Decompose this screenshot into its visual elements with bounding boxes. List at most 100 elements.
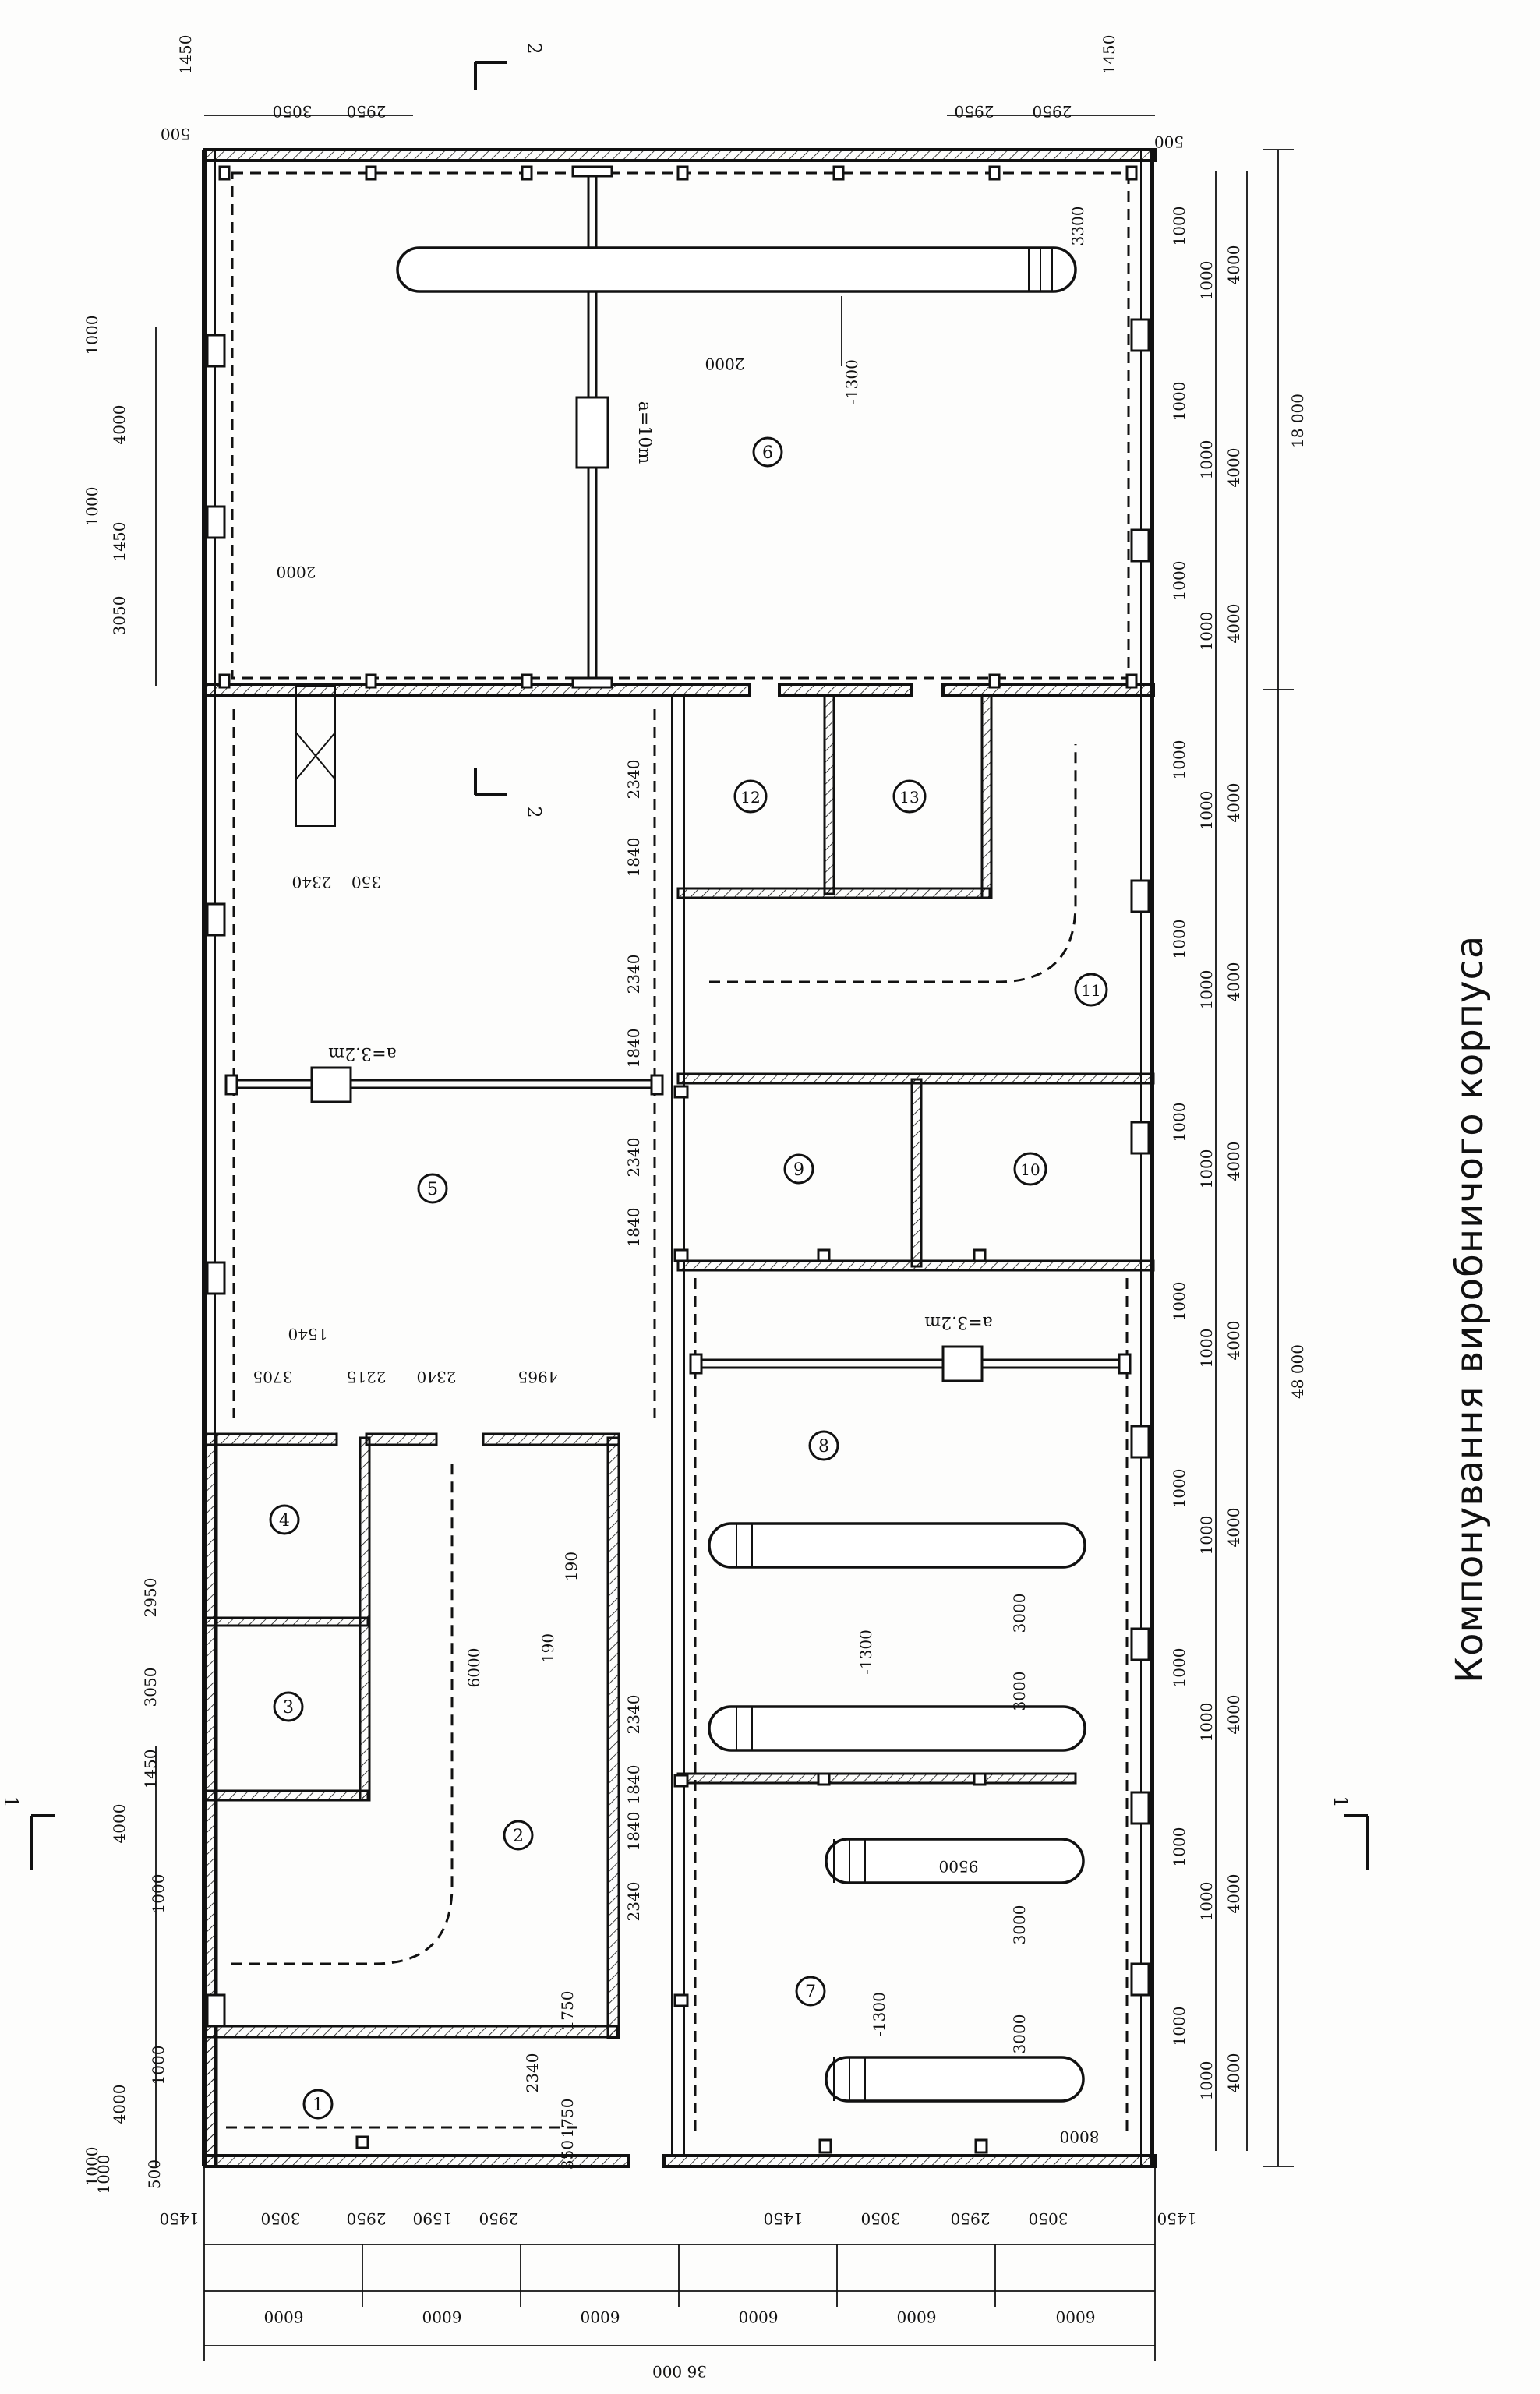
dim-top-7: 1450 <box>1100 35 1118 75</box>
dim-right-4: 1000 <box>1197 261 1216 301</box>
crane-label-room6: a=10m <box>634 401 654 464</box>
dim-right-24: 4000 <box>1224 1508 1243 1548</box>
dim-room5-3705: 3705 <box>253 1368 293 1386</box>
dim-tank7-pitch-2: 3000 <box>1010 2014 1029 2054</box>
dim-right-21: 4000 <box>1224 1321 1243 1361</box>
dim-right-31: 1000 <box>1197 1882 1216 1922</box>
room-label-9: 9 <box>793 1160 804 1180</box>
room-label-2: 2 <box>513 1827 524 1846</box>
dim-bottom-12: 1450 <box>1157 2209 1197 2228</box>
dim-right-10: 1000 <box>1197 612 1216 651</box>
dim-overall-length: 48 000 <box>1288 1344 1307 1399</box>
dim-bottom-9: 3050 <box>861 2209 901 2228</box>
dim-corr-2: 2340 <box>624 760 643 800</box>
dim-corr-8: 1840 <box>624 1765 643 1805</box>
dim-room2-1750b: 1750 <box>558 2099 577 2138</box>
dim-right-20: 1000 <box>1170 1282 1189 1322</box>
dim-right-11: 1000 <box>1170 740 1189 780</box>
crane-room8: a=3.2m <box>689 1312 1132 1382</box>
dim-right-18: 4000 <box>1224 1142 1243 1181</box>
dim-right-7: 1000 <box>1197 440 1216 480</box>
dim-bottom-3: 1450 <box>160 2209 200 2228</box>
dim-right-2: 1000 <box>1170 207 1189 246</box>
dim-pitch-5: 6000 <box>897 2307 937 2326</box>
dim-corr-5: 1840 <box>624 1208 643 1248</box>
dim-right-5: 1000 <box>1170 382 1189 422</box>
dim-tank7-length: 9500 <box>939 1857 979 1876</box>
section-mark-1b: 1 <box>1330 1796 1351 1807</box>
dim-right-12: 4000 <box>1224 783 1243 823</box>
dim-room2-350: 350 <box>558 2140 577 2170</box>
tanks-room7 <box>825 1838 1085 2103</box>
dim-corr-1: 1840 <box>624 838 643 877</box>
dim-right-26: 1000 <box>1170 1648 1189 1688</box>
dim-corr-9: 2340 <box>624 1882 643 1922</box>
dim-room5-2215: 2215 <box>347 1368 387 1386</box>
dim-right-29: 1000 <box>1170 1827 1189 1867</box>
tanks-room6 <box>396 246 1077 366</box>
room-label-13: 13 <box>899 788 919 807</box>
room-label-11: 11 <box>1081 981 1100 1000</box>
dim-top-6: 2950 <box>1033 102 1072 121</box>
dim-bottom-4: 3050 <box>261 2209 301 2228</box>
right-wall-dims: 3300 1000 4000 1000 1000 4000 1000 1000 … <box>1068 207 1243 2101</box>
crane-room5: a=3.2m <box>224 1043 664 1103</box>
office-block <box>203 1432 620 2168</box>
room-label-4: 4 <box>279 1511 290 1531</box>
crane-label-room5: a=3.2m <box>328 1043 397 1063</box>
dim-tank7-depth: -1300 <box>870 1992 888 2037</box>
dim-overall-width-bottom: 36 000 <box>652 2362 707 2381</box>
dim-right-23: 1000 <box>1170 1469 1189 1509</box>
tanks-room8 <box>708 1522 1086 1752</box>
dim-right-33: 4000 <box>1224 2053 1243 2093</box>
dim-room5-1540: 1540 <box>288 1325 328 1344</box>
dim-tank8-pitch-1: 3000 <box>1010 1594 1029 1633</box>
dim-room5-2340: 2340 <box>417 1368 457 1386</box>
crane-room6: a=10m <box>571 165 654 689</box>
dim-tank8-depth: -1300 <box>857 1630 875 1675</box>
dim-room2-1750a: 1750 <box>558 1991 577 2031</box>
dim-tank6-length: 2000 <box>705 355 745 373</box>
dim-room5-2340b: 2340 <box>292 873 332 892</box>
room-label-6: 6 <box>762 443 773 463</box>
dim-corr-6: 2340 <box>624 1138 643 1178</box>
drawing-caption: Компонування виробничого корпуса <box>1448 934 1492 1683</box>
dim-corr-10: 1840 <box>624 1812 643 1852</box>
dim-left-5: 1450 <box>110 522 129 562</box>
dim-pitch-2: 6000 <box>422 2307 462 2326</box>
dim-room5-2000: 2000 <box>277 563 316 581</box>
dim-left-13: 1000 <box>83 2147 101 2187</box>
dim-top-3: 3050 <box>273 102 313 121</box>
dim-left-8: 1000 <box>149 2046 168 2085</box>
dim-right-6: 4000 <box>1224 448 1243 488</box>
dim-left-7: 4000 <box>110 1804 129 1844</box>
dimension-texts: 48 000 18 000 36 000 6000 6000 6000 6000… <box>83 35 1307 2381</box>
dim-tank8-pitch-2: 3000 <box>1010 1672 1029 1711</box>
dim-top-2: 500 <box>161 125 190 143</box>
dim-room2-6000: 6000 <box>464 1648 483 1688</box>
dim-corr-7: 2340 <box>624 1695 643 1735</box>
dim-bottom-6: 1590 <box>413 2209 453 2228</box>
room-label-10: 10 <box>1020 1160 1040 1179</box>
dim-right-22: 1000 <box>1197 1329 1216 1368</box>
dim-right-15: 4000 <box>1224 962 1243 1002</box>
dim-right-13: 1000 <box>1197 791 1216 831</box>
crane-label-room8: a=3.2m <box>924 1312 993 1332</box>
dim-right-14: 1000 <box>1170 920 1189 959</box>
service-rooms <box>676 694 1155 1785</box>
dim-tank6-depth: -1300 <box>842 359 861 404</box>
dim-right-3: 4000 <box>1224 245 1243 285</box>
dim-tank7-pitch-1: 3000 <box>1010 1905 1029 1945</box>
transverse-wall <box>203 683 1155 697</box>
dim-right-30: 4000 <box>1224 1874 1243 1914</box>
dim-room5-350: 350 <box>351 873 381 892</box>
section-mark-2b: 2 <box>523 806 545 817</box>
section-mark-1a: 1 <box>0 1796 22 1807</box>
room-label-3: 3 <box>283 1698 294 1718</box>
section-marks: 1 1 2 2 <box>0 42 1369 1870</box>
dimension-lines <box>155 115 1294 2361</box>
dim-bottom-7: 2950 <box>479 2209 519 2228</box>
dim-bottom-11: 3050 <box>1029 2209 1068 2228</box>
